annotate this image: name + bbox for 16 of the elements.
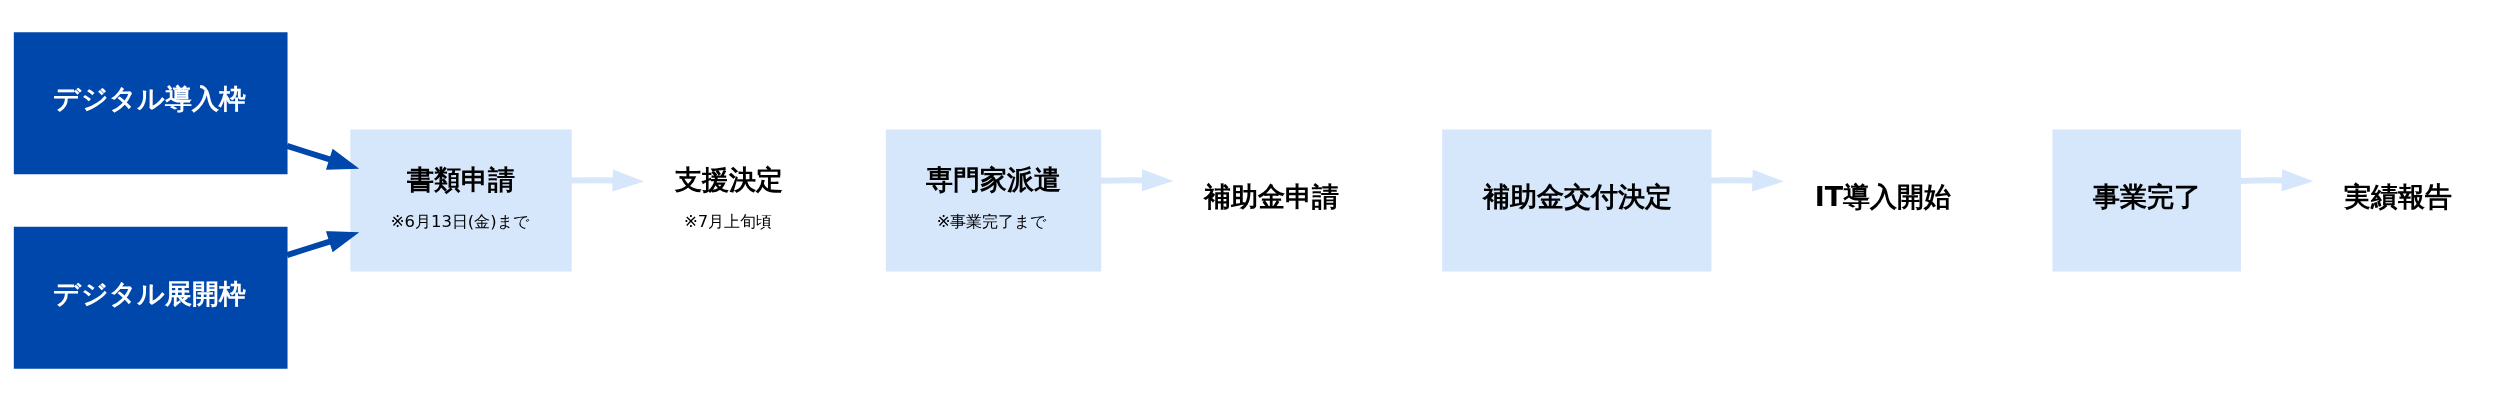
node-box: 書類申請 ※6月13日(金)まで [350,128,572,272]
arrow [1100,168,1174,191]
node-box: デジタル導入枠 [13,31,288,174]
arrow [286,142,360,170]
arrow [570,168,645,191]
node-text: 支援決定 ※7月上旬頃 [674,163,783,231]
node-box: 補助金交付決定 [1442,128,1712,272]
node-text: 実績報告 [2344,180,2453,212]
node-box: デジタル展開枠 [13,226,288,369]
arrow [1710,168,1784,191]
node-text: 補助金申請 [1204,180,1340,212]
node-box: 事業完了 [2052,128,2241,272]
arrow [2240,168,2314,191]
node-text: IT導入開始 [1814,180,1952,212]
node-box: 専門家派遣 ※事業完了まで [885,128,1102,272]
arrow [286,230,360,258]
